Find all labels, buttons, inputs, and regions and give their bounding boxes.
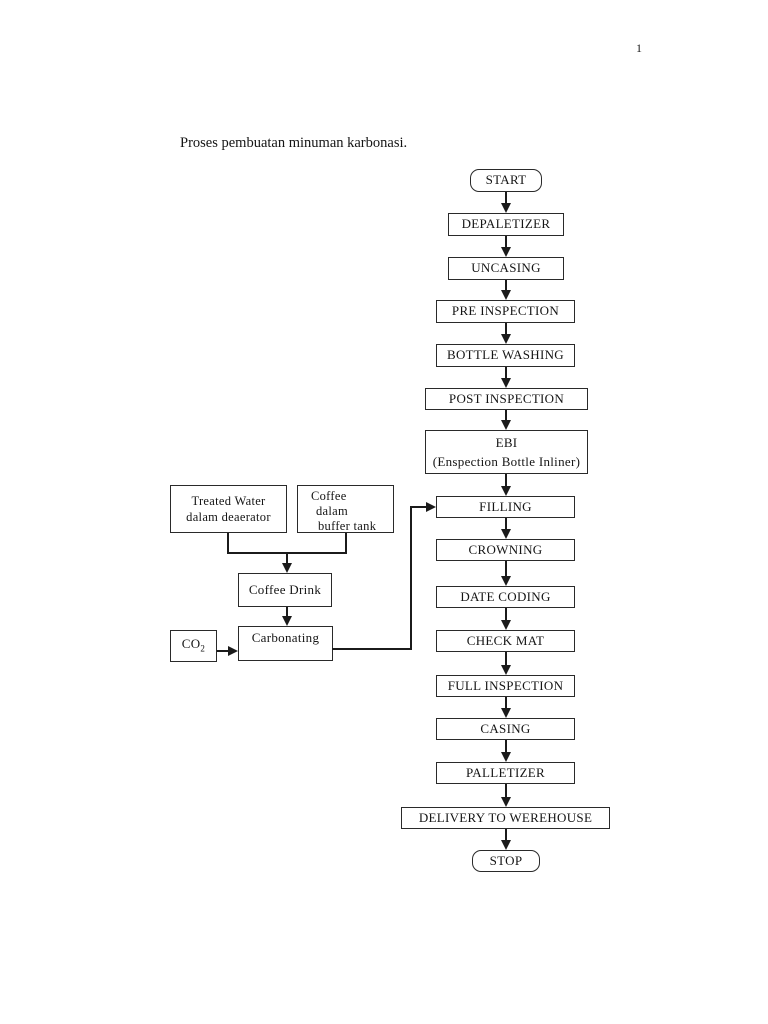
arrowhead-ebi-filling	[501, 486, 511, 496]
node-label: CO2	[181, 636, 206, 654]
node-label: DATE CODING	[460, 588, 551, 604]
arrow-date-coding-check-mat	[505, 608, 507, 620]
arrowhead-full-inspection-casing	[501, 708, 511, 718]
arrow-co2-carbonating	[217, 650, 229, 652]
arrowhead-depaletizer-uncasing	[501, 247, 511, 257]
arrowhead-uncasing-pre-inspection	[501, 290, 511, 300]
arrow-bottle-washing-post-inspection	[505, 367, 507, 378]
node-label-line1: EBI	[495, 435, 518, 450]
arrowhead-check-mat-full-inspection	[501, 665, 511, 675]
node-label: UNCASING	[471, 260, 541, 276]
node-label: STOP	[489, 852, 523, 868]
node-crowning: CROWNING	[436, 539, 575, 561]
arrowhead-filling-crowning	[501, 529, 511, 539]
arrow-palletizer-delivery	[505, 784, 507, 797]
node-date-coding: DATE CODING	[436, 586, 575, 608]
node-depaletizer: DEPALETIZER	[448, 213, 564, 236]
node-bottle-washing: BOTTLE WASHING	[436, 344, 575, 367]
arrowhead-bottle-washing-post-inspection	[501, 378, 511, 388]
node-palletizer: PALLETIZER	[436, 762, 575, 784]
arrow-coffee-drink-carbonating	[286, 607, 288, 617]
arrow-carbonating-filling	[412, 506, 426, 508]
arrowhead-merge-coffee-drink	[282, 563, 292, 573]
node-label: CASING	[480, 720, 531, 736]
co2-subscript: 2	[200, 643, 206, 654]
node-label-line2: dalam	[316, 504, 349, 518]
arrowhead-start-depaletizer	[501, 203, 511, 213]
node-treated-water: Treated Water dalam deaerator	[170, 485, 287, 533]
arrow-ebi-filling	[505, 474, 507, 486]
node-casing: CASING	[436, 718, 575, 740]
arrow-crowning-date-coding	[505, 561, 507, 576]
node-filling: FILLING	[436, 496, 575, 518]
arrow-pre-inspection-bottle-washing	[505, 323, 507, 334]
node-carbonating: Carbonating	[238, 626, 333, 661]
node-label: POST INSPECTION	[448, 390, 565, 406]
connector-treated-water-down	[227, 533, 229, 554]
connector-merge-horizontal	[227, 552, 347, 554]
node-label: START	[485, 172, 527, 188]
arrowhead-crowning-date-coding	[501, 576, 511, 586]
arrow-check-mat-full-inspection	[505, 652, 507, 665]
arrowhead-delivery-stop	[501, 840, 511, 850]
page-number: 1	[636, 41, 642, 55]
arrow-start-depaletizer	[505, 192, 507, 203]
arrow-depaletizer-uncasing	[505, 236, 507, 247]
node-label: CHECK MAT	[466, 632, 545, 648]
node-co2: CO2	[170, 630, 217, 662]
connector-carbonating-right	[332, 648, 412, 650]
arrowhead-post-inspection-ebi	[501, 420, 511, 430]
node-label: Coffee Drink	[248, 581, 322, 597]
arrow-full-inspection-casing	[505, 697, 507, 708]
node-label: PALLETIZER	[465, 764, 546, 780]
node-label-line3: buffer tank	[318, 519, 377, 533]
page-title: Proses pembuatan minuman karbonasi.	[180, 135, 408, 151]
node-delivery-to-werehouse: DELIVERY TO WEREHOUSE	[401, 807, 610, 829]
arrow-casing-palletizer	[505, 740, 507, 752]
node-stop: STOP	[472, 850, 540, 872]
arrow-post-inspection-ebi	[505, 410, 507, 420]
node-ebi: EBI (Enspection Bottle Inliner)	[425, 430, 588, 474]
node-start: START	[470, 169, 542, 192]
arrow-filling-crowning	[505, 518, 507, 529]
node-label-line1: Coffee	[311, 489, 347, 503]
node-label: PRE INSPECTION	[451, 303, 560, 319]
node-label: BOTTLE WASHING	[447, 347, 564, 363]
node-coffee-drink: Coffee Drink	[238, 573, 332, 607]
arrow-merge-coffee-drink	[286, 554, 288, 564]
arrowhead-coffee-drink-carbonating	[282, 616, 292, 626]
node-label: FULL INSPECTION	[447, 677, 564, 693]
arrowhead-carbonating-filling	[426, 502, 436, 512]
arrowhead-date-coding-check-mat	[501, 620, 511, 630]
arrow-uncasing-pre-inspection	[505, 280, 507, 290]
node-label-line1: Treated Water	[191, 494, 266, 508]
node-check-mat: CHECK MAT	[436, 630, 575, 652]
arrowhead-co2-carbonating	[228, 646, 238, 656]
node-full-inspection: FULL INSPECTION	[436, 675, 575, 697]
node-label: CROWNING	[468, 541, 543, 557]
node-pre-inspection: PRE INSPECTION	[436, 300, 575, 323]
node-coffee-buffer-tank: Coffee dalam buffer tank	[297, 485, 394, 533]
node-label: DELIVERY TO WEREHOUSE	[418, 809, 593, 825]
node-post-inspection: POST INSPECTION	[425, 388, 588, 410]
arrowhead-casing-palletizer	[501, 752, 511, 762]
arrowhead-palletizer-delivery	[501, 797, 511, 807]
arrowhead-pre-inspection-bottle-washing	[501, 334, 511, 344]
node-uncasing: UNCASING	[448, 257, 564, 280]
node-label: DEPALETIZER	[461, 216, 551, 232]
connector-coffee-buffer-down	[345, 533, 347, 554]
connector-carbonating-up	[410, 506, 412, 650]
node-label-line2: dalam deaerator	[186, 510, 271, 524]
node-label-line2: (Enspection Bottle Inliner)	[432, 454, 581, 469]
node-label: Carbonating	[251, 630, 320, 645]
arrow-delivery-stop	[505, 829, 507, 840]
node-label: FILLING	[479, 498, 532, 514]
